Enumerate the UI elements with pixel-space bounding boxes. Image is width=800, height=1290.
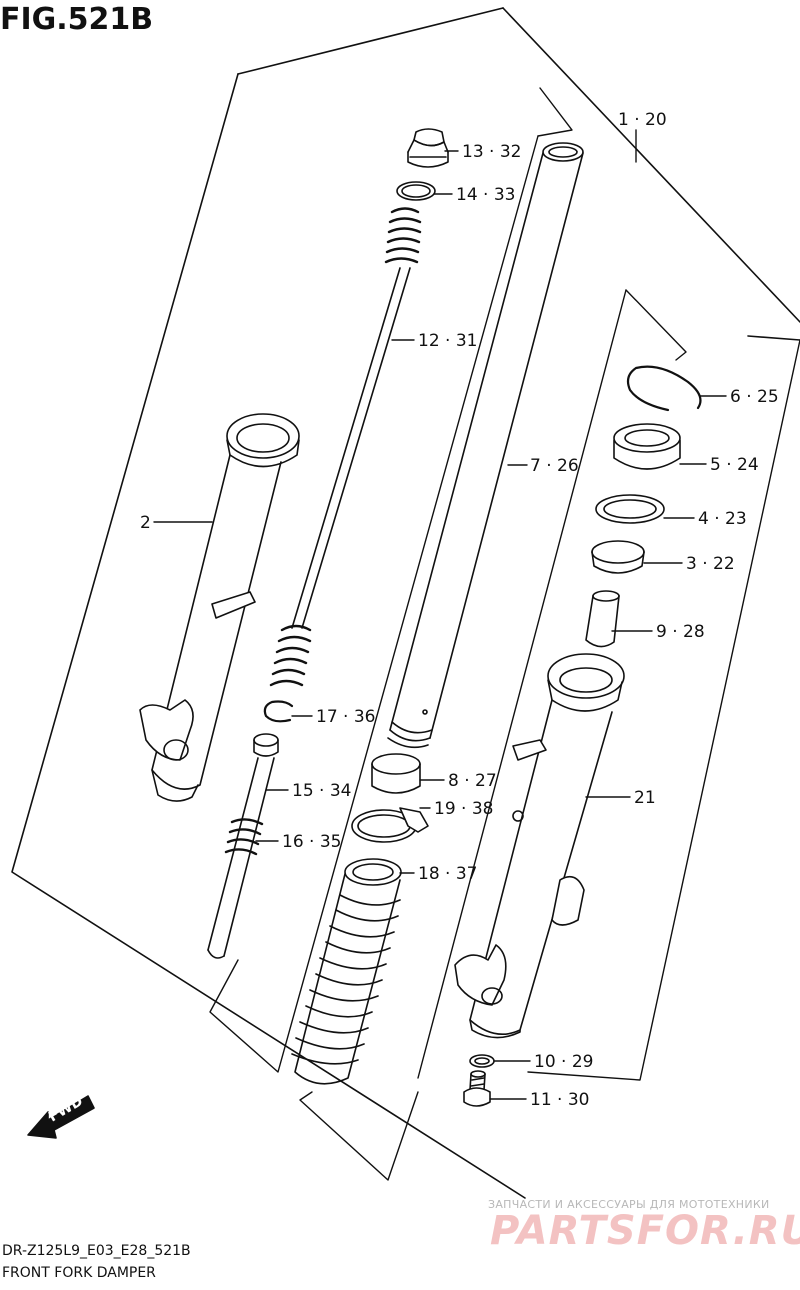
cap-bolt <box>407 128 449 168</box>
label-part-4: 4 · 23 <box>698 509 747 529</box>
label-part-21: 21 <box>634 788 656 808</box>
slide-bushing <box>371 753 421 794</box>
label-part-6: 6 · 25 <box>730 387 779 407</box>
damper-rod <box>291 207 422 629</box>
outer-tube-left <box>139 413 300 802</box>
label-part-12: 12 · 31 <box>418 331 477 351</box>
label-part-14: 14 · 33 <box>456 185 515 205</box>
leader-lines <box>153 129 727 1100</box>
oil-seal-spacer <box>595 494 665 524</box>
label-part-3: 3 · 22 <box>686 554 735 574</box>
panel-outline <box>209 87 800 1181</box>
piston-spring <box>224 818 264 856</box>
label-part-19: 19 · 38 <box>434 799 493 819</box>
drain-washer <box>469 1054 495 1068</box>
stopper-ring <box>626 365 702 412</box>
fwd-arrow: FWD <box>27 1093 95 1139</box>
oil-seal <box>613 423 681 470</box>
label-part-5: 5 · 24 <box>710 455 759 475</box>
label-part-11: 11 · 30 <box>530 1090 589 1110</box>
label-part-18: 18 · 37 <box>418 864 477 884</box>
guide-bushing <box>591 540 645 574</box>
label-part-8: 8 · 27 <box>448 771 497 791</box>
label-part-10: 10 · 29 <box>534 1052 593 1072</box>
o-ring-inner <box>401 184 431 198</box>
label-part-1: 1 · 20 <box>618 110 667 130</box>
snap-ring <box>263 700 294 723</box>
label-part-13: 13 · 32 <box>462 142 521 162</box>
o-ring <box>396 181 436 201</box>
assembly-outline <box>11 7 800 1199</box>
damper-bolt <box>463 1070 491 1107</box>
dust-boot <box>291 858 402 1085</box>
watermark-tagline: ЗАПЧАСТИ И АКСЕССУАРЫ ДЛЯ МОТОТЕХНИКИ <box>488 1198 770 1211</box>
hose-clamp <box>351 807 429 843</box>
figure-code: DR-Z125L9_E03_E28_521B <box>2 1243 191 1259</box>
label-part-9: 9 · 28 <box>656 622 705 642</box>
drain-washer-inner <box>474 1057 490 1065</box>
part-labels: 1 · 20 13 · 32 14 · 33 12 · 31 6 · 25 7 … <box>140 110 779 1110</box>
label-part-16: 16 · 35 <box>282 832 341 852</box>
figure-title: FIG.521B <box>0 2 154 37</box>
label-part-7: 7 · 26 <box>530 456 579 476</box>
inner-tube <box>387 142 584 749</box>
rebound-spring <box>269 624 312 687</box>
watermark-brand: PARTSFOR.RU <box>490 1208 800 1254</box>
label-part-17: 17 · 36 <box>316 707 375 727</box>
label-part-15: 15 · 34 <box>292 781 351 801</box>
figure-name: FRONT FORK DAMPER <box>2 1265 156 1281</box>
oil-lock-piece <box>585 590 620 648</box>
outer-tube-right <box>454 653 625 1039</box>
oil-lock-rod <box>207 733 279 959</box>
label-part-2: 2 <box>140 513 151 533</box>
